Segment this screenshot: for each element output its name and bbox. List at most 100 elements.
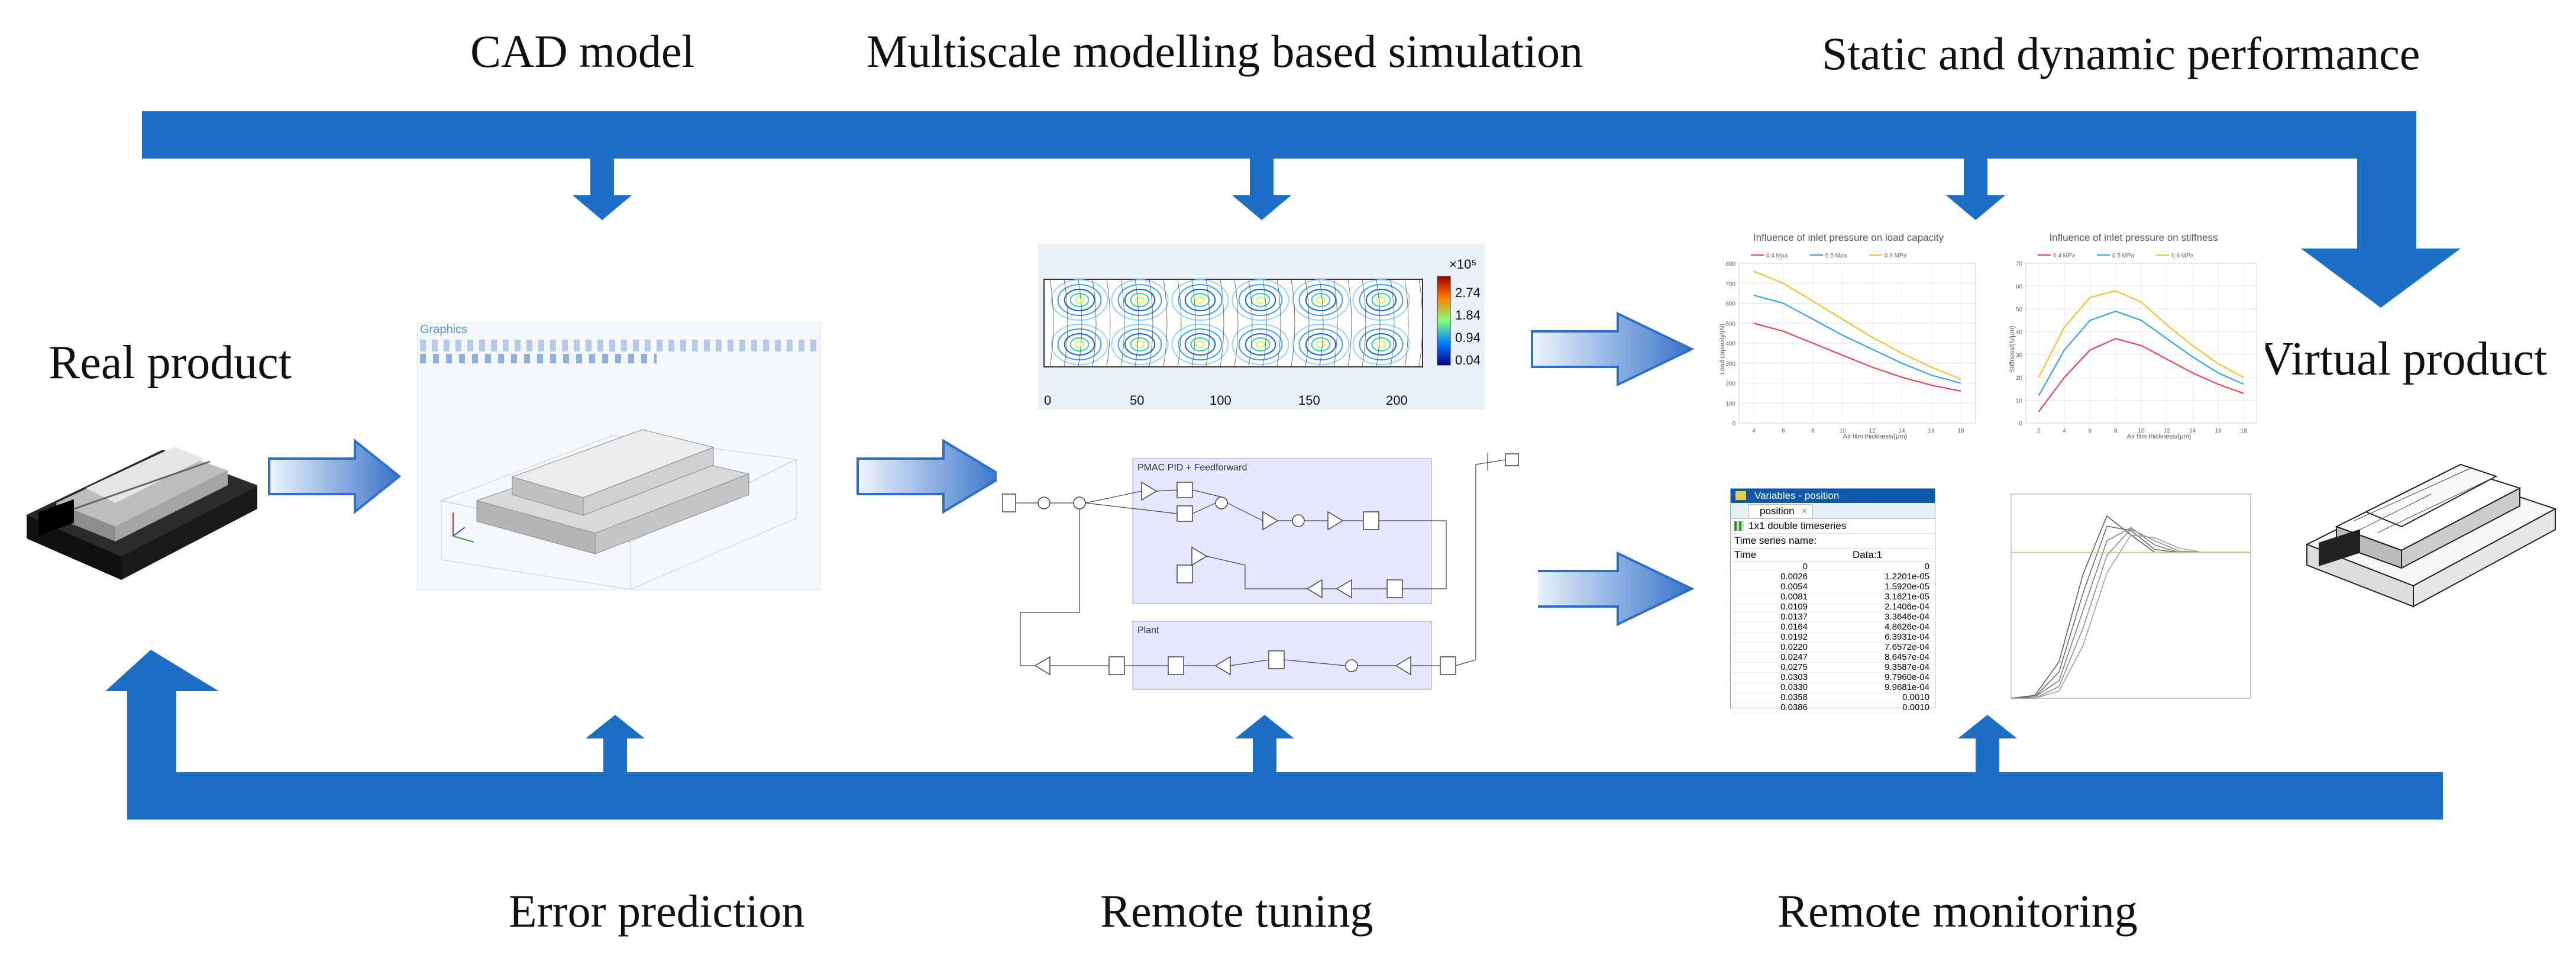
contour-ring — [1057, 284, 1102, 316]
contour-ring — [1184, 333, 1216, 356]
legend-label: 0.6 MPa — [2171, 253, 2194, 259]
contour-line — [1135, 279, 1139, 367]
cell-time: 0.0220 — [1780, 642, 1808, 652]
contour-line — [1305, 279, 1310, 367]
table-row[interactable]: 0.0220 7.6572e-04 — [1731, 643, 1935, 653]
colorbar-tick: 2.74 — [1455, 285, 1481, 300]
contour-ring — [1311, 293, 1331, 307]
cell-data: 3.1621e-05 — [1885, 592, 1929, 602]
contour-line — [1276, 279, 1281, 367]
top-flow-bar — [142, 111, 2416, 159]
cell-data: 7.6572e-04 — [1885, 642, 1929, 652]
contour-ring — [1359, 328, 1404, 360]
cell-data: 1.5920e-05 — [1885, 582, 1929, 592]
tab-position[interactable]: position × — [1748, 504, 1813, 518]
cad-toolbar-2[interactable] — [420, 354, 657, 363]
arrow-real-to-cad — [268, 438, 402, 515]
down-arrow-performance — [1946, 159, 2005, 220]
contour-ring — [1117, 284, 1162, 316]
contour-ring — [1075, 296, 1084, 304]
plot-frame — [1738, 263, 1976, 424]
cell-time: 0.0275 — [1780, 662, 1808, 672]
plant-subsystem-label: Plant — [1137, 625, 1159, 636]
arrow-cad-to-sim — [856, 438, 1005, 514]
x-axis-label: Air film thickness/(μm) — [1843, 433, 1907, 440]
contour-x-tick: 100 — [1210, 393, 1232, 408]
close-icon[interactable]: × — [1801, 505, 1808, 517]
contour-line — [1191, 279, 1196, 367]
contour-ring — [1238, 284, 1283, 316]
table-row[interactable]: 0.0358 0.0010 — [1731, 693, 1935, 703]
variables-title-bar[interactable]: Variables - position — [1731, 489, 1935, 503]
series-header-row: Time Data:1 — [1731, 549, 1935, 562]
x-tick-label: 18 — [1957, 428, 1964, 434]
contour-ring — [1371, 293, 1391, 307]
contour-ring — [1069, 293, 1090, 307]
contour-ring — [1365, 333, 1397, 356]
arrow-sim-to-monitor — [1531, 551, 1695, 627]
x-tick-label: 12 — [2164, 428, 2171, 434]
contour-ring — [1376, 341, 1386, 348]
contour-line — [1234, 279, 1239, 367]
plot-frame — [2011, 493, 2251, 699]
cell-data: 3.3646e-04 — [1885, 612, 1929, 622]
cell-data: 0.0010 — [1902, 692, 1929, 702]
down-arrow-simulation — [1232, 159, 1291, 220]
contour-ring — [1311, 337, 1331, 351]
contour-ring — [1371, 337, 1391, 351]
chart-title: Influence of inlet pressure on stiffness — [2049, 232, 2218, 243]
legend-label: 0.5 MPa — [2112, 253, 2135, 259]
contour-x-tick: 50 — [1130, 393, 1144, 408]
contour-ring — [1316, 341, 1326, 348]
cell-data: 8.6457e-04 — [1885, 652, 1929, 662]
contour-plot-svg: ×10⁵ 2.74 1.84 0.94 0.04 0 50 100 150 20… — [1043, 257, 1481, 408]
series-line — [1753, 294, 1961, 384]
contour-scale-label: ×10⁵ — [1449, 257, 1476, 272]
contour-ring — [1232, 279, 1289, 321]
contour-plot: ×10⁵ 2.74 1.84 0.94 0.04 0 50 100 150 20… — [1038, 244, 1485, 409]
stiffness-chart: Influence of inlet pressure on stiffness… — [2002, 228, 2265, 441]
contour-line — [1049, 279, 1054, 367]
cell-time: 0.0358 — [1780, 692, 1808, 702]
cell-data: 9.9681e-04 — [1885, 682, 1929, 692]
contour-ring — [1051, 279, 1108, 321]
contour-ring — [1298, 284, 1343, 316]
contour-ring — [1075, 341, 1084, 348]
legend-label: 0.4 Mpa — [1766, 253, 1788, 259]
contour-x-tick: 200 — [1386, 393, 1408, 408]
contour-line — [1078, 279, 1082, 367]
up-arrow-monitoring — [1958, 715, 2017, 772]
y-tick-label: 70 — [2016, 261, 2023, 267]
y-tick-label: 40 — [2016, 330, 2023, 336]
cad-graphics-window: Graphics — [417, 322, 820, 590]
series-line — [2038, 290, 2244, 378]
label-cad-model: CAD model — [470, 25, 695, 77]
table-row[interactable]: 0.0330 9.9681e-04 — [1731, 683, 1935, 693]
simulink-svg: PMAC PID + Feedforward Plant — [1002, 453, 1519, 690]
x-tick-label: 10 — [1839, 428, 1846, 434]
contour-ring — [1135, 296, 1145, 304]
grid-icon — [1734, 521, 1744, 531]
contour-ring — [1245, 333, 1276, 356]
contour-line — [1163, 279, 1168, 367]
contour-ring — [1117, 328, 1162, 360]
cad-toolbar[interactable] — [420, 340, 817, 351]
contour-colorbar — [1437, 276, 1451, 366]
contour-line — [1120, 279, 1125, 367]
virtual-product-image — [2295, 432, 2561, 609]
y-tick-label: 0 — [2019, 421, 2022, 427]
cell-time: 0.0330 — [1780, 682, 1808, 692]
contour-ring — [1111, 324, 1169, 365]
